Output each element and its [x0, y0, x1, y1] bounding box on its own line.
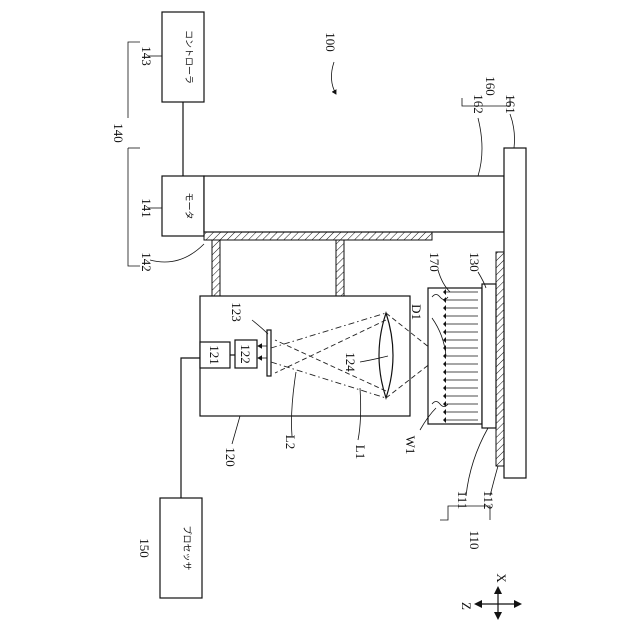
- stage-column: [504, 148, 526, 478]
- ref-143: 143: [139, 46, 154, 66]
- ref-123: 123: [229, 302, 244, 322]
- processor-block: プロセッサ: [160, 498, 202, 598]
- ref-142: 142: [139, 252, 154, 272]
- ref-112: 112: [481, 490, 496, 509]
- controller-label: コントローラ: [183, 30, 194, 84]
- ref-140: 140: [111, 123, 126, 143]
- mask-123: [267, 330, 271, 376]
- gantry-beam: [204, 176, 504, 232]
- axis-x-label: X: [494, 573, 509, 583]
- sensor-121-label: 121: [207, 345, 222, 365]
- ref-130: 130: [467, 252, 482, 272]
- ref-D1: D1: [409, 304, 424, 320]
- rail: [204, 232, 432, 240]
- ref-120: 120: [223, 447, 238, 467]
- ref-161: 161: [503, 94, 518, 114]
- ref-162: 162: [471, 94, 486, 114]
- support-post-right: [336, 240, 344, 296]
- ref-L1: L1: [353, 445, 368, 459]
- ref-110: 110: [467, 530, 482, 549]
- ref-L2: L2: [283, 435, 298, 449]
- processor-label: プロセッサ: [181, 525, 192, 570]
- plate-130: [482, 284, 496, 428]
- support-post-left: [212, 240, 220, 296]
- axis-z-label: Z: [459, 602, 474, 610]
- ref-141: 141: [139, 198, 154, 218]
- ref-124: 124: [343, 352, 358, 372]
- motor-block: モータ: [162, 176, 204, 236]
- ref-W1: W1: [403, 436, 418, 455]
- controller-block: コントローラ: [162, 12, 204, 102]
- carrier-112: [496, 252, 504, 466]
- ref-160: 160: [483, 76, 498, 96]
- ref-170: 170: [427, 252, 442, 272]
- sensor-122-label: 122: [238, 344, 253, 364]
- axis-indicator: X Z: [459, 573, 522, 620]
- leader-lines: [128, 42, 515, 520]
- motor-label: モータ: [183, 192, 194, 219]
- ref-150: 150: [137, 538, 152, 558]
- ref-100: 100: [323, 32, 338, 52]
- ref-111: 111: [455, 491, 470, 510]
